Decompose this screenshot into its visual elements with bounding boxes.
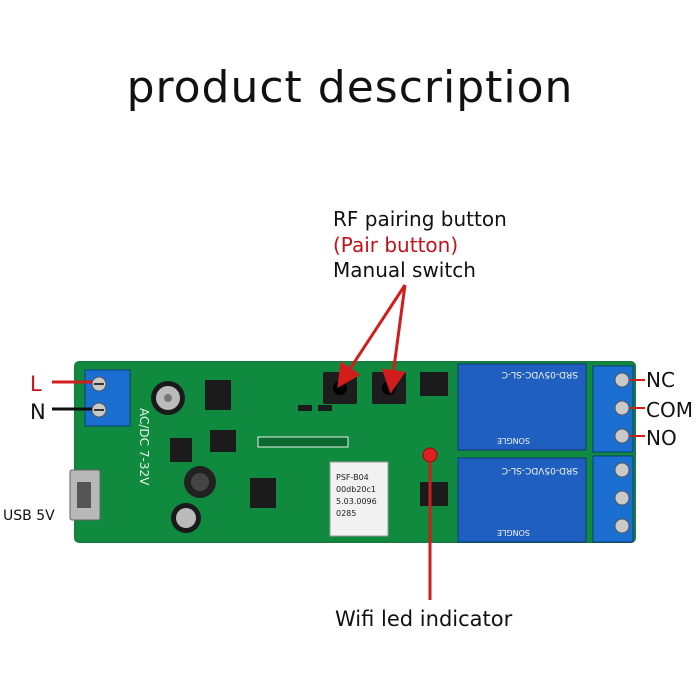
relay-top-brand: SONGLE <box>497 436 530 445</box>
usb-label: USB 5V <box>3 508 55 524</box>
neutral-label: N <box>30 400 46 424</box>
relay-top: SRD-05VDC-SL-C SONGLE <box>457 363 587 451</box>
pin-header <box>257 436 349 448</box>
relay-bottom: SRD-05VDC-SL-C SONGLE <box>457 457 587 543</box>
module-silk-line-2: 00db20c1 <box>336 485 376 494</box>
relay-bottom-brand: SONGLE <box>497 528 530 537</box>
rf-pairing-button[interactable] <box>323 372 357 404</box>
relay-top-model: SRD-05VDC-SL-C <box>502 369 578 379</box>
output-terminal-top <box>592 365 634 453</box>
manual-switch-button[interactable] <box>372 372 406 404</box>
capacitor-bottom <box>171 503 201 533</box>
rf-pairing-label: RF pairing button <box>333 207 507 231</box>
inductor <box>184 466 216 498</box>
arrow-to-rf-button <box>337 284 407 389</box>
arrow-to-manual-button <box>381 284 407 394</box>
output-terminal-bottom <box>592 455 634 543</box>
page-title: product description <box>126 62 574 113</box>
input-terminal-block <box>84 369 131 427</box>
no-label: NO <box>646 426 677 450</box>
voltage-silkscreen: AC/DC 7-32V <box>137 408 151 486</box>
live-label: L <box>30 372 42 396</box>
relay-bottom-model: SRD-05VDC-SL-C <box>502 465 578 475</box>
capacitor-top <box>151 381 185 415</box>
wifi-module: PSF-B04 00db20c1 5.03.0096 0285 <box>329 461 389 537</box>
module-silk-line-1: PSF-B04 <box>336 473 369 482</box>
pair-button-label: (Pair button) <box>333 233 459 257</box>
wifi-led-indicator <box>422 447 438 463</box>
usb-port <box>69 469 101 521</box>
module-silk-line-3: 5.03.0096 <box>336 497 377 506</box>
wifi-led-label: Wifi led indicator <box>335 607 513 631</box>
manual-switch-label: Manual switch <box>333 258 476 282</box>
module-silk-line-4: 0285 <box>336 509 356 518</box>
nc-label: NC <box>646 368 675 392</box>
com-label: COM <box>646 398 693 422</box>
